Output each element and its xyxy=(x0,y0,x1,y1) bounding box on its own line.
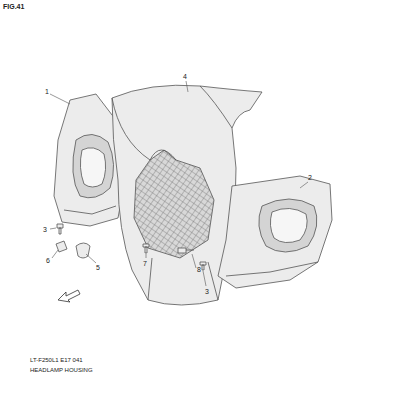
callout-number: 8 xyxy=(197,266,201,273)
figure-number: FIG.41 xyxy=(3,3,24,10)
callout-number: 2 xyxy=(308,174,312,181)
callout-number: 3 xyxy=(205,288,209,295)
callout-number: 3 xyxy=(43,226,47,233)
callout-number: 6 xyxy=(46,257,50,264)
callout-number: 1 xyxy=(45,88,49,95)
callout-number: 5 xyxy=(96,264,100,271)
callout-number: 7 xyxy=(143,260,147,267)
figure-title: HEADLAMP HOUSING xyxy=(30,367,93,373)
callout-number: 4 xyxy=(183,73,187,80)
drawing-code: LT-F250L1 E17 041 xyxy=(30,357,83,363)
